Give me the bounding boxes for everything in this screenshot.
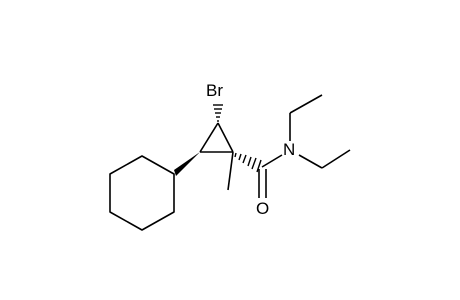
- cyclohexyl-ring: [109, 155, 175, 231]
- bond-c1-c3: [199, 122, 219, 153]
- hashed-bond-c2-br: [213, 104, 223, 122]
- atom-label-bromine: Br: [206, 81, 223, 100]
- atom-label-nitrogen: N: [283, 140, 295, 159]
- bond-c1-methyl: [227, 151, 234, 191]
- bond-carbonyl-n: [261, 154, 283, 168]
- wedge-bond-c3-cyclohexyl: [174, 152, 200, 176]
- ethyl-group-upper: [289, 94, 323, 141]
- cyclopropane-ring: [199, 122, 234, 153]
- carbonyl-double-bond: [258, 169, 267, 198]
- ethyl-group-lower: [298, 149, 351, 169]
- atom-label-oxygen: O: [256, 199, 269, 218]
- hashed-bond-c1-carbonyl: [234, 152, 262, 173]
- cyclohexane-hexagon: [109, 155, 175, 231]
- bond-c1-c2: [217, 122, 234, 153]
